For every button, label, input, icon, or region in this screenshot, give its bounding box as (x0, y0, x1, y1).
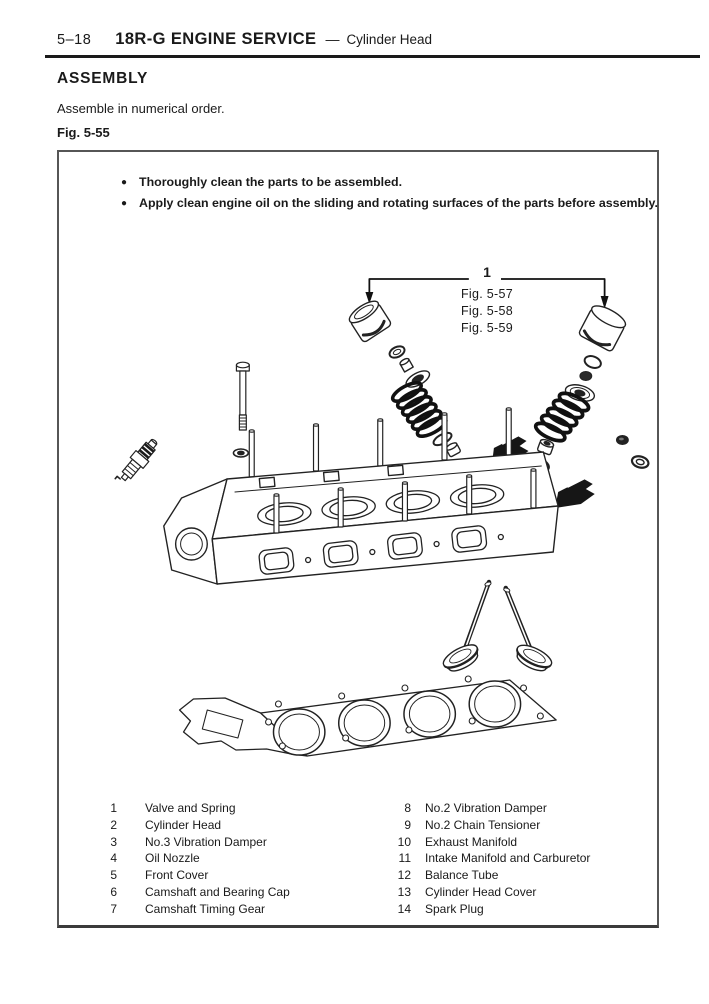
parts-list-row: 5 Front Cover (95, 867, 290, 884)
title-separator: — (325, 31, 340, 47)
figure-box: ● Thoroughly clean the parts to be assemb… (57, 150, 659, 928)
valve-seal-left (445, 442, 461, 458)
head-studs (248, 407, 512, 478)
part-name: Front Cover (145, 868, 209, 883)
exhaust-ports (258, 525, 504, 575)
figure-notes: ● Thoroughly clean the parts to be assemb… (121, 172, 658, 214)
part-number: 4 (110, 851, 117, 866)
gasket-bolt-holes (265, 675, 544, 750)
figure-label: Fig. 5-55 (57, 125, 110, 140)
shim-right (583, 355, 602, 369)
callout-bracket (365, 278, 609, 309)
figure-reference: Fig. 5-57 (461, 287, 514, 301)
note-item: ● Apply clean engine oil on the sliding a… (121, 193, 658, 214)
cam-lobe-wedge (555, 479, 595, 508)
seal-ring-right (630, 455, 650, 469)
valve-spring-right (533, 391, 591, 443)
parts-list-row: 11 Intake Manifold and Carburetor (389, 850, 591, 867)
part-number: 13 (397, 884, 411, 899)
part-number: 6 (110, 884, 117, 899)
tappet-right (578, 305, 627, 352)
part-name: Balance Tube (425, 868, 499, 883)
parts-list-left-column: 1 Valve and Spring 2 Cylinder Head 3 No.3 V… (95, 800, 290, 918)
keeper-right (579, 371, 593, 381)
page-header: 5–18 18R-G ENGINE SERVICE — Cylinder Hea… (57, 30, 432, 49)
part-number: 5 (110, 868, 117, 883)
note-text: Apply clean engine oil on the sliding an… (139, 196, 658, 210)
part-number: 7 (110, 901, 117, 916)
assembly-intro: Assemble in numerical order. (57, 101, 225, 116)
part-name: No.2 Vibration Damper (425, 801, 547, 815)
bullet-icon: ● (121, 177, 128, 188)
part-number: 2 (110, 817, 117, 832)
figure-references: Fig. 5-57 Fig. 5-58 Fig. 5-59 (461, 286, 513, 337)
tappet-left (348, 300, 392, 343)
part-name: Spark Plug (425, 901, 484, 916)
note-text: Thoroughly clean the parts to be assembl… (139, 175, 403, 189)
part-number: 3 (110, 834, 117, 849)
parts-list-row: 12 Balance Tube (389, 867, 590, 884)
part-name: Cylinder Head (145, 817, 222, 832)
header-rule (45, 55, 700, 58)
part-number: 11 (398, 851, 411, 866)
parts-list-row: 6 Camshaft and Bearing Cap (95, 884, 290, 901)
parts-list-row: 1 Valve and Spring (95, 800, 290, 817)
exploded-view-diagram: 1 Fig. 5-57 Fig. 5-58 Fig. 5-59 (59, 252, 657, 797)
parts-list-row: 4 Oil Nozzle (95, 850, 290, 867)
page-number: 5–18 (57, 32, 92, 48)
note-item: ● Thoroughly clean the parts to be assemb… (121, 172, 658, 193)
parts-list-row: 9 No.2 Chain Tensioner (389, 817, 590, 834)
parts-list-row: 2 Cylinder Head (95, 817, 290, 834)
valve-intake (503, 585, 553, 672)
figure-reference: Fig. 5-59 (461, 321, 514, 335)
washer (232, 448, 250, 458)
assembly-heading: ASSEMBLY (57, 70, 149, 87)
figure-reference: Fig. 5-58 (461, 304, 514, 318)
valve-keeper-left (399, 357, 414, 373)
part-name: Camshaft Timing Gear (145, 901, 266, 916)
section-subtitle: Cylinder Head (346, 32, 432, 47)
bolt (235, 361, 250, 431)
part-number: 14 (397, 901, 411, 916)
parts-list-row: 3 No.3 Vibration Damper (95, 834, 290, 851)
cylinder-head-exploded-drawing (114, 278, 650, 757)
part-number: 9 (404, 817, 411, 832)
bullet-icon: ● (121, 198, 128, 209)
part-name: Camshaft and Bearing Cap (145, 884, 290, 899)
spark-plug (114, 438, 158, 482)
valve-spring-left (390, 381, 448, 438)
parts-list-right-column: 8 No.2 Vibration Damper 9 No.2 Chain Tensi… (389, 800, 591, 918)
part-number: 1 (110, 801, 117, 815)
spring-retainer-left (405, 370, 431, 388)
part-name: No.3 Vibration Damper (145, 834, 267, 849)
callout-number: 1 (473, 264, 501, 280)
part-number: 8 (404, 801, 411, 815)
parts-list-row: 13 Cylinder Head Cover (389, 884, 590, 901)
valve-exhaust (442, 579, 492, 672)
head-gasket (178, 675, 557, 757)
parts-list-row: 14 Spark Plug (389, 901, 590, 918)
valve-seal-right (536, 438, 555, 456)
parts-list-row: 7 Camshaft Timing Gear (95, 901, 290, 918)
part-name: Oil Nozzle (145, 851, 200, 866)
part-number: 12 (397, 868, 411, 883)
part-name: Valve and Spring (145, 801, 236, 815)
part-name: Intake Manifold and Carburetor (425, 851, 591, 866)
head-studs-front (273, 468, 537, 534)
section-title: 18R-G ENGINE SERVICE (115, 30, 317, 48)
cylinder-head-block (163, 407, 559, 585)
parts-list-row: 10 Exhaust Manifold (389, 834, 590, 851)
part-name: No.2 Chain Tensioner (425, 817, 541, 832)
part-name: Exhaust Manifold (425, 834, 518, 849)
part-name: Cylinder Head Cover (425, 884, 537, 899)
parts-list-row: 8 No.2 Vibration Damper (389, 800, 590, 817)
part-number: 10 (397, 834, 411, 849)
